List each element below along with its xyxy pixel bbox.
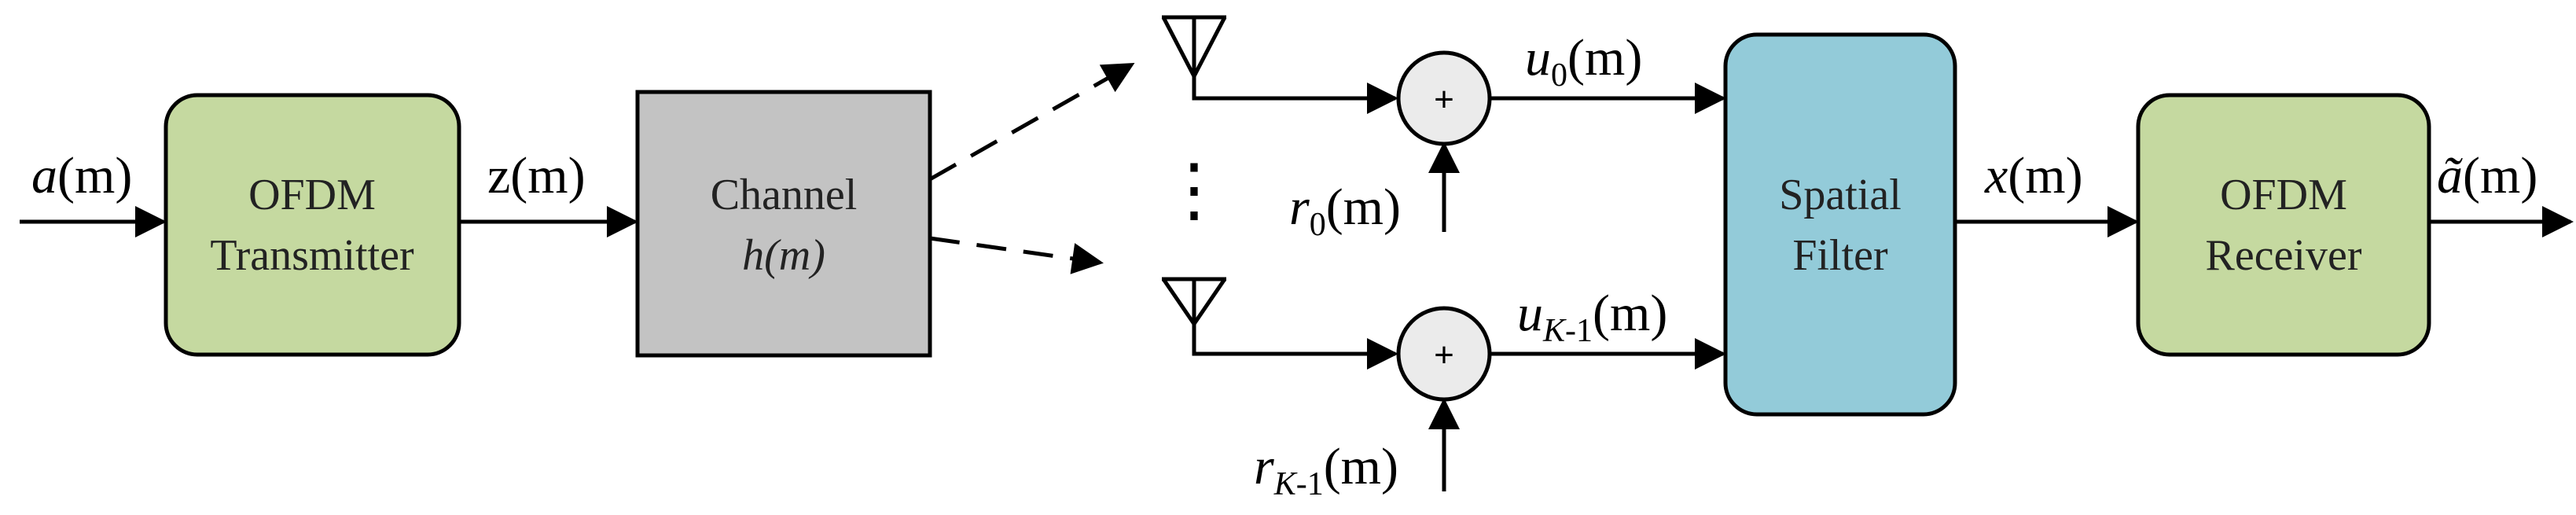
ofdm-transmitter-line1: OFDM <box>248 171 376 219</box>
adder-bottom-plus-icon: + <box>1434 336 1454 374</box>
connections <box>20 62 2574 491</box>
antenna-ellipsis: ⋮ <box>1159 152 1229 230</box>
label-u0: u0(m) <box>1525 29 1642 94</box>
spatial-filter-rect <box>1723 32 1957 417</box>
ofdm-receiver-rect <box>2136 93 2431 357</box>
channel-rect <box>635 90 932 358</box>
label-r0: r0(m) <box>1289 178 1401 243</box>
channel-line2: h(m) <box>742 231 825 280</box>
label-x: x(m) <box>1984 147 2083 204</box>
spatial-filter-line1: Spatial <box>1779 171 1902 219</box>
label-rK: rK-1(m) <box>1254 438 1398 502</box>
antenna-top-feed <box>1192 76 1398 114</box>
antenna-top-icon <box>1161 15 1227 81</box>
label-input: a(m) <box>31 147 132 204</box>
channel-line1: Channel <box>711 171 858 219</box>
label-uK: uK-1(m) <box>1517 285 1667 349</box>
adder-top-plus-icon: + <box>1434 80 1454 119</box>
antenna-bottom-feed <box>1192 324 1398 370</box>
ofdm-transmitter-rect <box>164 93 461 357</box>
dashed-arrow-bottom <box>929 236 1104 274</box>
ofdm-receiver-block: OFDM Receiver <box>2136 93 2431 357</box>
ofdm-receiver-line2: Receiver <box>2206 231 2362 280</box>
ofdm-transmitter-block: OFDM Transmitter <box>164 93 461 357</box>
channel-block: Channel h(m) <box>635 90 932 358</box>
ofdm-transmitter-line2: Transmitter <box>210 231 414 280</box>
adder-bottom: + <box>1396 306 1492 402</box>
ofdm-receiver-line1: OFDM <box>2220 171 2347 219</box>
label-output: ã(m) <box>2437 147 2537 204</box>
label-tx-out: z(m) <box>487 147 586 204</box>
spatial-filter-block: Spatial Filter <box>1723 32 1957 417</box>
adder-top: + <box>1396 50 1492 146</box>
spatial-filter-line2: Filter <box>1792 231 1888 280</box>
dashed-arrow-top <box>928 62 1135 182</box>
antenna-bottom-icon <box>1161 277 1227 328</box>
